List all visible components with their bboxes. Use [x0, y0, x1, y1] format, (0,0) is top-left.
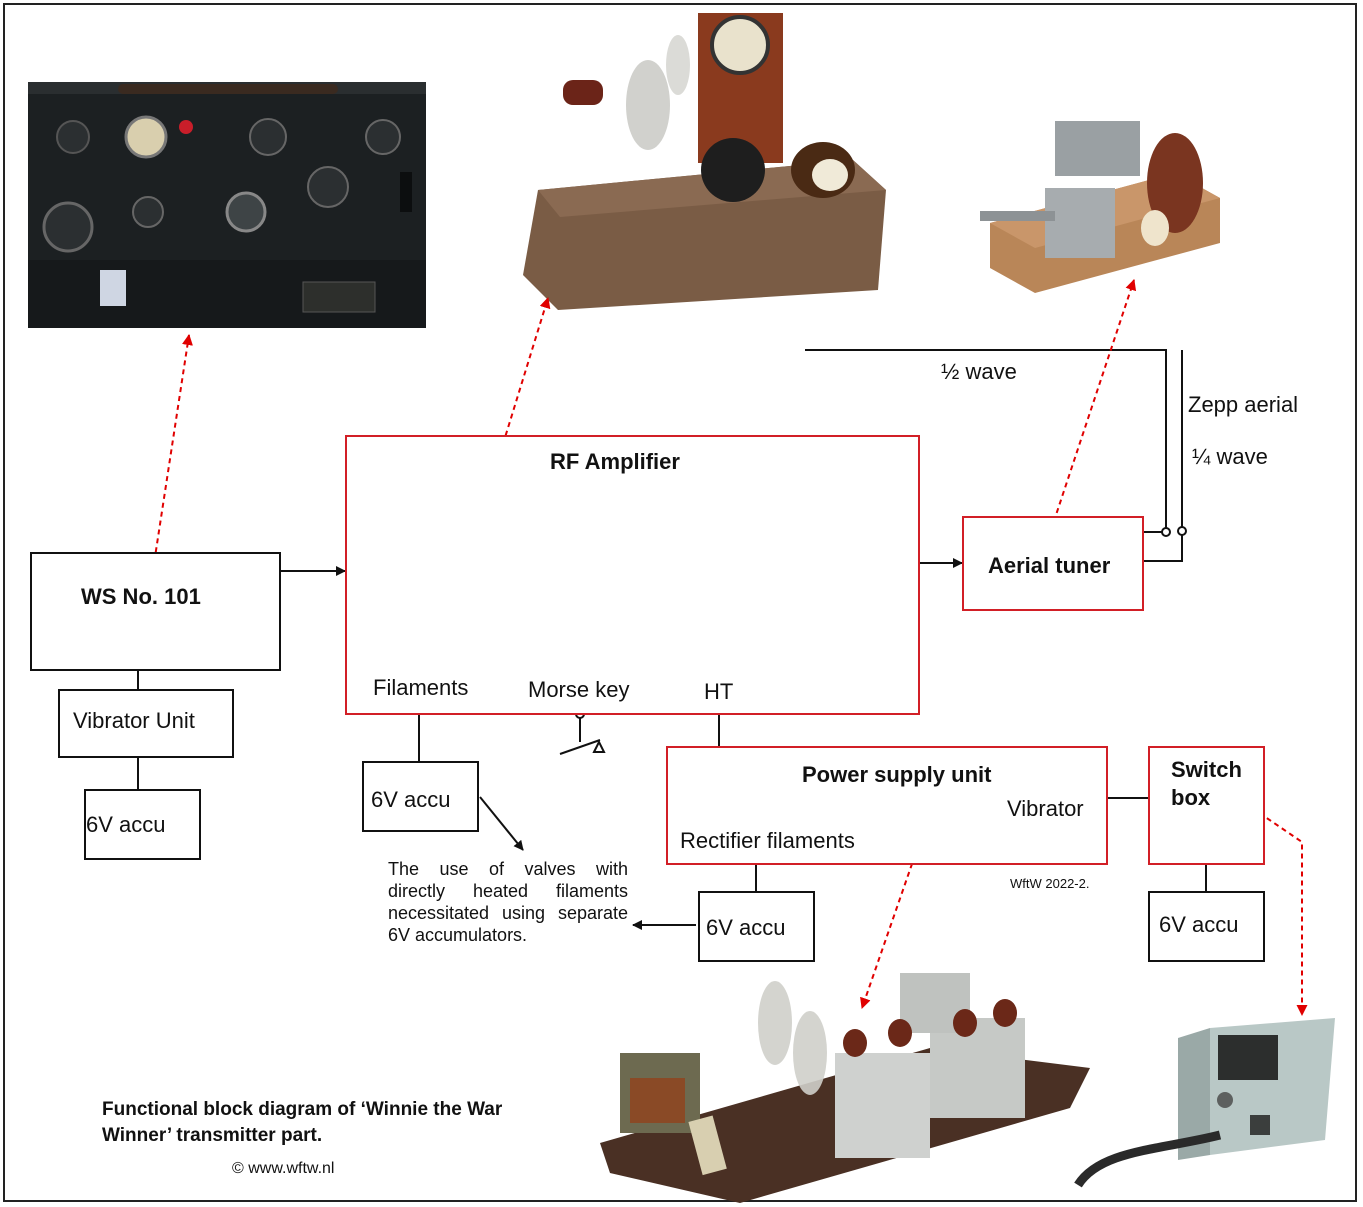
- half-wave-label: ½ wave: [941, 359, 1017, 385]
- ws101-accu-block: 6V accu: [84, 789, 201, 860]
- ws101-label: WS No. 101: [81, 584, 201, 610]
- power-supply-block: Power supply unit Vibrator Rectifier fil…: [666, 746, 1108, 865]
- rectifier-filaments-label: Rectifier filaments: [680, 828, 855, 854]
- morse-key-base: [594, 742, 604, 752]
- switch-accu-block: 6V accu: [1148, 891, 1265, 962]
- credit-label: WftW 2022-2.: [1010, 876, 1089, 891]
- morse-key-label: Morse key: [528, 677, 629, 703]
- ws101-block: WS No. 101: [30, 552, 281, 671]
- switch-box-label: Switch box: [1171, 756, 1261, 812]
- filaments-accu-block: 6V accu: [362, 761, 479, 832]
- quarter-wave-label: ¼ wave: [1192, 444, 1268, 470]
- switch-accu-label: 6V accu: [1159, 912, 1239, 938]
- vibrator-unit-label: Vibrator Unit: [73, 708, 195, 734]
- rf-amplifier-block: RF Amplifier Filaments Morse key HT: [345, 435, 920, 715]
- caption-copyright: © www.wftw.nl: [232, 1160, 334, 1178]
- caption-title: Functional block diagram of ‘Winnie the …: [102, 1097, 522, 1149]
- filaments-accu-label: 6V accu: [371, 787, 451, 813]
- aerial-tuner-label: Aerial tuner: [988, 553, 1110, 579]
- tuner-terminal-wire-2: [1144, 535, 1182, 561]
- accu-to-note-arrow: [480, 797, 523, 850]
- aerial-terminal-1: [1162, 528, 1170, 536]
- power-supply-label: Power supply unit: [802, 762, 991, 788]
- aerial-tuner-block: Aerial tuner: [962, 516, 1144, 611]
- vibrator-label: Vibrator: [1007, 796, 1084, 822]
- ws101-pointer: [153, 335, 189, 570]
- vibrator-unit-block: Vibrator Unit: [58, 689, 234, 758]
- psu-accu-label: 6V accu: [706, 915, 786, 941]
- rf-amplifier-label: RF Amplifier: [550, 449, 680, 475]
- switch-box-block: Switch box: [1148, 746, 1265, 865]
- zepp-aerial-label: Zepp aerial: [1188, 392, 1298, 418]
- psu-accu-block: 6V accu: [698, 891, 815, 962]
- aerial-terminal-2: [1178, 527, 1186, 535]
- aerial-tuner-pointer: [1051, 280, 1134, 530]
- ws101-accu-label: 6V accu: [86, 812, 166, 838]
- filaments-label: Filaments: [373, 675, 468, 701]
- filament-note: The use of valves with directly heated f…: [388, 858, 628, 946]
- ht-label: HT: [704, 679, 733, 705]
